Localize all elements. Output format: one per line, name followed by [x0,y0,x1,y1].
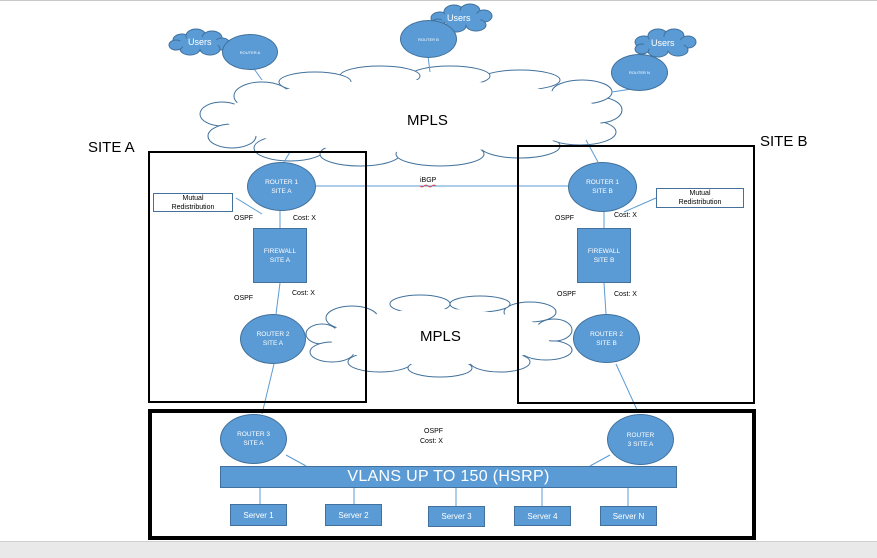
router1-site-b-label: ROUTER 1 SITE B [586,179,619,195]
cost-a-upper: Cost: X [293,215,316,222]
cost-a-lower: Cost: X [292,290,315,297]
router3-site-a-label: ROUTER 3 SITE A [237,431,270,447]
cost-b-lower: Cost: X [614,291,637,298]
ospf-b-lower: OSPF [557,291,577,298]
site-b-frame [517,145,755,404]
firewall-site-b-label: FIREWALL SITE B [587,247,621,264]
router-b-label: ROUTER B [418,36,439,42]
ospf-a-lower: OSPF [234,295,254,302]
router-b-node[interactable]: ROUTER B [400,20,457,58]
router-a-label: ROUTER A [239,49,261,55]
router2-site-a-label: ROUTER 2 SITE A [256,331,290,347]
users-label-b: Users [447,13,471,23]
server-2[interactable]: Server 2 [325,504,382,526]
site-a-label: SITE A [88,139,135,156]
router-n-node[interactable]: ROUTER N [611,54,668,91]
mpls-top-cloud [199,65,623,167]
firewall-site-a-label: FIREWALL SITE A [263,247,297,264]
site-a-frame [148,151,367,403]
server-3[interactable]: Server 3 [428,506,485,527]
users-label-n: Users [651,38,675,48]
firewall-site-b[interactable]: FIREWALL SITE B [577,228,631,283]
server-1[interactable]: Server 1 [230,504,287,526]
router2-site-a[interactable]: ROUTER 2 SITE A [240,314,306,364]
core-frame [148,409,756,540]
core-ospf-label: OSPF [424,428,444,435]
users-cloud-n [634,28,697,58]
mutual-redistribution-a: Mutual Redistribution [153,193,233,212]
router2-site-b[interactable]: ROUTER 2 SITE B [573,314,640,363]
router2-site-b-label: ROUTER 2 SITE B [590,330,623,347]
core-cost-label: Cost: X [420,438,443,445]
router3-site-b[interactable]: ROUTER 3 SITE A [607,414,674,465]
top-border [0,0,877,1]
server-4[interactable]: Server 4 [514,506,571,526]
server-4-label: Server 4 [527,511,558,521]
server-n[interactable]: Server N [600,506,657,526]
mutual-redistribution-b: Mutual Redistribution [656,188,744,208]
vlan-bar-label: VLANS UP TO 150 (HSRP) [347,468,550,485]
router1-site-a[interactable]: ROUTER 1 SITE A [247,162,316,211]
ospf-b-upper: OSPF [555,215,575,222]
cost-b-upper: Cost: X [614,212,637,219]
vlan-bar[interactable]: VLANS UP TO 150 (HSRP) [220,466,677,488]
users-cloud-a [168,28,231,56]
ibgp-underline [419,184,437,188]
router-a-node[interactable]: ROUTER A [222,34,278,70]
router1-site-b[interactable]: ROUTER 1 SITE B [568,162,637,212]
router-n-label: ROUTER N [629,70,650,75]
ibgp-label: iBGP [420,177,437,184]
server-1-label: Server 1 [243,510,274,520]
firewall-site-a[interactable]: FIREWALL SITE A [253,228,307,283]
mpls-mid-label: MPLS [420,328,461,345]
server-n-label: Server N [612,511,645,521]
router3-site-b-label: ROUTER 3 SITE A [626,431,655,448]
router1-site-a-label: ROUTER 1 SITE A [265,178,298,195]
server-3-label: Server 3 [441,512,472,521]
server-2-label: Server 2 [338,510,369,520]
mpls-top-label: MPLS [407,112,448,129]
users-label-a: Users [188,37,212,47]
bottom-scroll-area [0,541,877,558]
ospf-a-upper: OSPF [234,215,254,222]
site-b-label: SITE B [760,133,808,150]
router3-site-a[interactable]: ROUTER 3 SITE A [220,414,287,464]
